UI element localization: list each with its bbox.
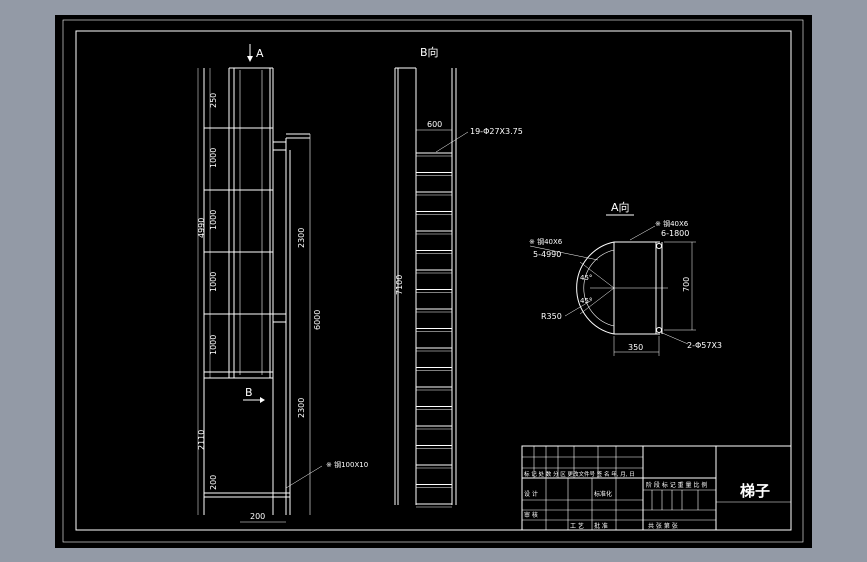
inner-border bbox=[75, 30, 792, 531]
tb-design: 设 计 bbox=[524, 490, 538, 498]
title-block: 标 记 处 数 分 区 更改文件号 签 名 年, 月, 日 设 计 标准化 阶 … bbox=[521, 445, 792, 531]
radius-label: R350 bbox=[541, 312, 562, 321]
angle-2: 45° bbox=[580, 297, 592, 305]
tb-process: 工 艺 bbox=[570, 522, 584, 530]
dim-1000-d: 1000 bbox=[209, 335, 218, 355]
dim-700: 700 bbox=[682, 277, 691, 292]
dim-600: 600 bbox=[427, 120, 442, 129]
tb-row1: 标 记 处 数 分 区 更改文件号 签 名 年, 月, 日 bbox=[524, 470, 635, 478]
middle-view: B向 600 7100 19-Φ27X3.75 bbox=[394, 45, 523, 508]
dim-2300-a: 2300 bbox=[297, 228, 306, 248]
plan-note-left-1: ※ 钢40X6 bbox=[529, 237, 563, 246]
view-b-label: B向 bbox=[420, 45, 439, 59]
left-material-note: ※ 钢100X10 bbox=[326, 460, 368, 469]
dim-2110: 2110 bbox=[197, 430, 206, 450]
drawing-sheet bbox=[55, 15, 812, 548]
tb-sheet: 共 张 第 张 bbox=[648, 522, 678, 530]
dim-1000-b: 1000 bbox=[209, 210, 218, 230]
dim-1000-c: 1000 bbox=[209, 272, 218, 292]
tb-review: 审 核 bbox=[524, 511, 538, 519]
plan-note-right-2: 6-1800 bbox=[661, 229, 689, 238]
plan-note-right-1: ※ 钢40X6 bbox=[655, 219, 689, 228]
dim-4990: 4990 bbox=[197, 218, 206, 238]
section-b-label: B bbox=[245, 386, 253, 399]
rung-note: 19-Φ27X3.75 bbox=[470, 127, 523, 136]
dim-250: 250 bbox=[209, 93, 218, 108]
plan-note-left-2: 5-4990 bbox=[533, 250, 561, 259]
view-a-dir-label: A向 bbox=[611, 200, 630, 214]
dim-200-v: 200 bbox=[209, 475, 218, 490]
dim-2300-b: 2300 bbox=[297, 398, 306, 418]
plan-view: A向 45° 45° ※ 钢40X6 5-4990 ※ 钢40X6 6-1800… bbox=[529, 200, 722, 356]
tb-standard: 标准化 bbox=[594, 490, 612, 498]
dim-1000-a: 1000 bbox=[209, 148, 218, 168]
tb-approve: 批 准 bbox=[594, 522, 608, 530]
dim-350: 350 bbox=[628, 343, 643, 352]
drawing-title: 梯子 bbox=[740, 482, 770, 500]
pipe-note: 2-Φ57X3 bbox=[687, 341, 722, 350]
dim-6000: 6000 bbox=[313, 310, 322, 330]
angle-1: 45° bbox=[580, 274, 592, 282]
dim-200-h: 200 bbox=[250, 512, 265, 521]
left-view: A 250 1000 1000 1 bbox=[197, 44, 368, 523]
outer-border bbox=[62, 19, 804, 543]
dim-7100: 7100 bbox=[395, 275, 404, 295]
tb-stage: 阶 段 标 记 重 量 比 例 bbox=[646, 481, 707, 489]
view-a-label: A bbox=[256, 47, 264, 60]
rungs bbox=[416, 152, 452, 508]
